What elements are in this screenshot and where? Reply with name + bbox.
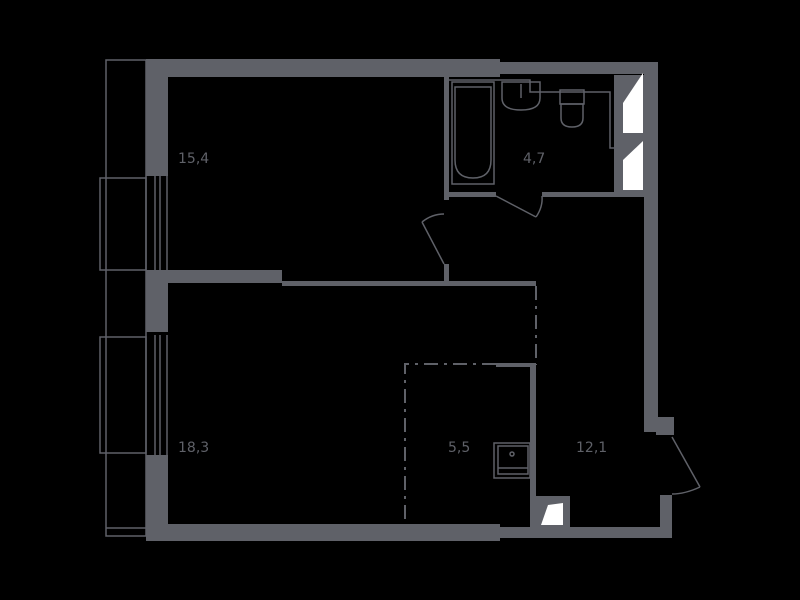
entrance-door	[671, 436, 701, 495]
hallway-area: 12,1	[576, 440, 607, 456]
bathroom-area: 4,7	[523, 151, 545, 167]
washbasin-icon	[501, 81, 541, 111]
ventilation-shafts	[536, 73, 644, 527]
toilet-icon	[559, 89, 585, 128]
loggia	[99, 59, 147, 537]
kitchen-sink-icon	[493, 442, 531, 479]
living-room-window	[154, 335, 168, 455]
living-room-area: 18,3	[178, 440, 209, 456]
bedroom-area: 15,4	[178, 151, 209, 167]
bedroom-window	[154, 176, 168, 270]
bathtub-icon	[451, 81, 495, 185]
outer-walls	[146, 59, 674, 541]
bedroom-door	[421, 213, 445, 265]
bathroom-door	[495, 195, 543, 218]
kitchen-area: 5,5	[448, 440, 470, 456]
